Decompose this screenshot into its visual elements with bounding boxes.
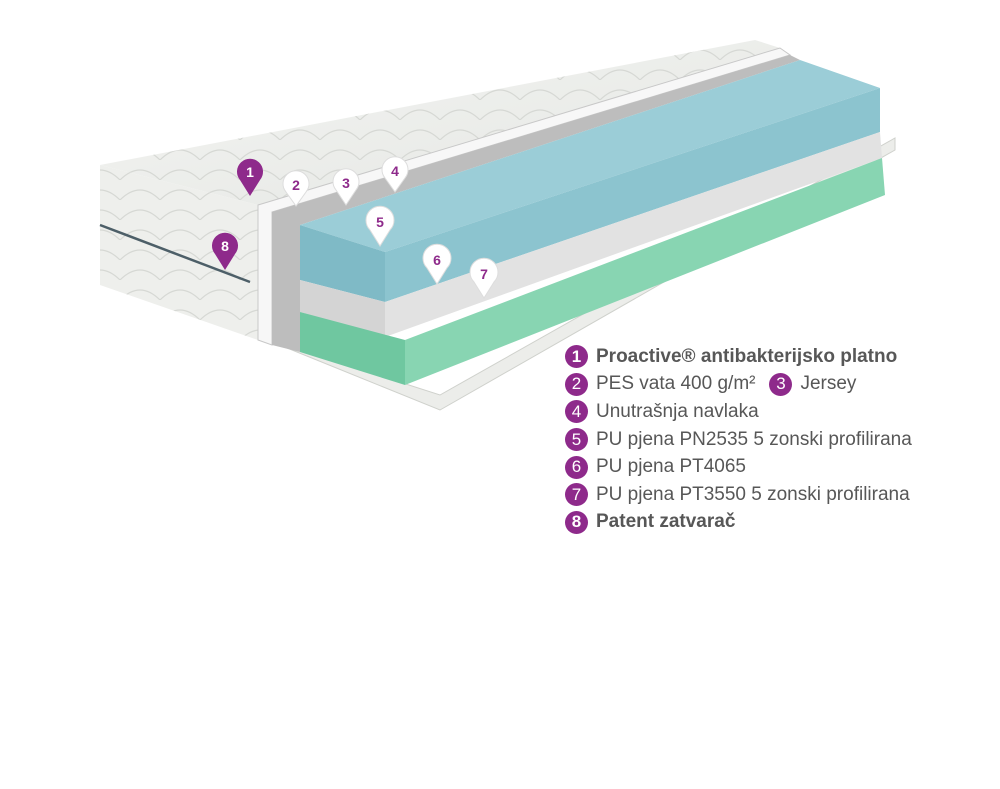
pin-5: 5: [365, 205, 395, 247]
foam-pt4065-side: [385, 132, 882, 337]
foam-pn2535-front: [300, 225, 385, 302]
legend-item: 2 PES vata 400 g/m² 3 Jersey: [565, 371, 912, 399]
foam-top-face: [300, 60, 880, 252]
legend-item: 5 PU pjena PN2535 5 zonski profilirana: [565, 426, 912, 454]
legend-number: 3: [769, 372, 793, 396]
legend-label: PU pjena PN2535 5 zonski profilirana: [596, 428, 912, 450]
legend-label: PU pjena PT3550 5 zonski profilirana: [596, 483, 910, 505]
pin-1: 1: [237, 158, 264, 196]
svg-text:6: 6: [433, 252, 441, 268]
legend-number: 6: [565, 455, 588, 479]
pin-3: 3: [332, 168, 360, 206]
pin-2: 2: [282, 170, 310, 207]
pin-4: 4: [381, 156, 409, 193]
legend-item: 1 Proactive® antibakterijsko platno: [565, 343, 912, 371]
svg-text:5: 5: [376, 214, 384, 230]
svg-text:4: 4: [391, 163, 399, 179]
foam-pn2535-side: [385, 88, 880, 302]
pin-8: 8: [212, 232, 239, 270]
legend-number: 8: [565, 510, 588, 534]
legend-label: Jersey: [800, 373, 857, 395]
legend: 1 Proactive® antibakterijsko platno 2 PES …: [565, 343, 912, 536]
foam-pt4065-front: [300, 280, 385, 337]
legend-item: 8 Patent zatvarač: [565, 509, 912, 537]
svg-text:2: 2: [292, 177, 300, 193]
foam-pt3550-side: [405, 158, 885, 385]
legend-number: 4: [565, 400, 588, 424]
svg-text:3: 3: [342, 175, 350, 191]
legend-label: PU pjena PT4065: [596, 456, 746, 478]
legend-number: 1: [565, 345, 588, 369]
zipper: [99, 223, 251, 284]
legend-label: Unutrašnja navlaka: [596, 400, 759, 422]
foam-pt3550-front: [300, 312, 405, 385]
legend-item: 4 Unutrašnja navlaka: [565, 398, 912, 426]
legend-label: Patent zatvarač: [596, 511, 736, 533]
legend-item: 7 PU pjena PT3550 5 zonski profilirana: [565, 481, 912, 509]
svg-text:8: 8: [221, 238, 229, 254]
pin-7: 7: [469, 257, 499, 299]
svg-text:7: 7: [480, 266, 488, 282]
legend-number: 7: [565, 483, 588, 507]
legend-number: 5: [565, 428, 588, 452]
legend-label: Proactive® antibakterijsko platno: [596, 345, 898, 367]
legend-label: PES vata 400 g/m²: [596, 373, 756, 395]
svg-text:1: 1: [246, 164, 254, 180]
legend-item: 6 PU pjena PT4065: [565, 453, 912, 481]
pin-6: 6: [422, 243, 452, 285]
legend-number: 2: [565, 372, 588, 396]
